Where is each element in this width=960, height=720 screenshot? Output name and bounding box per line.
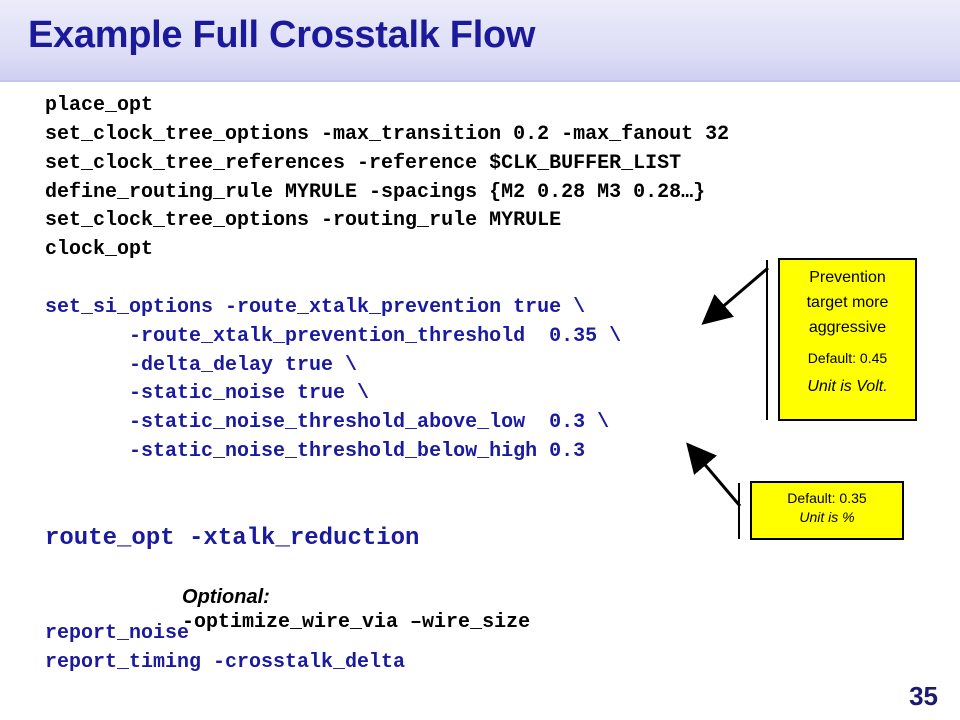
code-line-report-timing: report_timing -crosstalk_delta xyxy=(45,651,406,674)
code-line-place-opt: place_opt xyxy=(45,94,154,117)
code-line-xtalk-threshold: -route_xtalk_prevention_threshold 0.35 \ xyxy=(45,325,622,348)
code-line-route-opt: route_opt -xtalk_reduction xyxy=(45,525,420,552)
title-bar: Example Full Crosstalk Flow xyxy=(0,0,960,82)
callout-prevention-unit: Unit is Volt. xyxy=(807,378,888,395)
arrow-to-xtalk-threshold xyxy=(701,266,769,325)
callout-threshold: Default: 0.35 Unit is % xyxy=(750,481,904,540)
callout-prevention-default: Default: 0.45 xyxy=(807,350,888,366)
code-line-define-routing-rule: define_routing_rule MYRULE -spacings {M2… xyxy=(45,181,706,204)
arrow-to-noise-threshold xyxy=(686,442,742,507)
code-line-clock-tree-references: set_clock_tree_references -reference $CL… xyxy=(45,152,682,175)
callout-prevention-line3: aggressive xyxy=(808,319,887,336)
callout-threshold-unit: Unit is % xyxy=(799,509,855,525)
optional-code: -optimize_wire_via –wire_size xyxy=(182,611,531,634)
code-line-delta-delay: -delta_delay true \ xyxy=(45,354,358,377)
code-line-clock-opt: clock_opt xyxy=(45,238,154,261)
code-line-report-noise: report_noise xyxy=(45,622,190,645)
callout-prevention-line2: target more xyxy=(806,294,889,311)
optional-line: Optional: -optimize_wire_via –wire_size xyxy=(158,561,530,635)
page-number: 35 xyxy=(909,681,938,711)
code-line-static-noise: -static_noise true \ xyxy=(45,382,370,405)
optional-label: Optional: xyxy=(182,586,270,608)
code-line-set-si-options: set_si_options -route_xtalk_prevention t… xyxy=(45,296,586,319)
slide-title: Example Full Crosstalk Flow xyxy=(28,14,536,56)
code-line-noise-below-high: -static_noise_threshold_below_high 0.3 xyxy=(45,440,586,463)
code-line-clock-tree-options: set_clock_tree_options -max_transition 0… xyxy=(45,123,730,146)
callout-threshold-default: Default: 0.35 xyxy=(787,490,867,506)
callout-prevention-line1: Prevention xyxy=(809,269,886,286)
code-line-noise-above-low: -static_noise_threshold_above_low 0.3 \ xyxy=(45,411,610,434)
code-line-routing-rule-option: set_clock_tree_options -routing_rule MYR… xyxy=(45,209,562,232)
callout-prevention: Prevention target more aggressive Defaul… xyxy=(778,258,917,421)
